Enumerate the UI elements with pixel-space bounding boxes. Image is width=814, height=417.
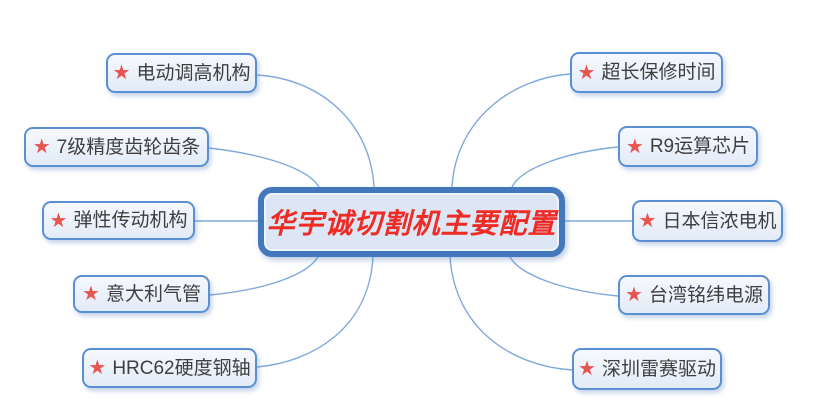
feature-node-leisai-drive[interactable]: ★ 深圳雷赛驱动 <box>572 348 722 390</box>
feature-node-hrc62-steel-shaft[interactable]: ★ HRC62硬度钢轴 <box>82 348 257 388</box>
feature-label: 台湾铭纬电源 <box>648 284 763 306</box>
feature-label: 深圳雷赛驱动 <box>601 358 716 380</box>
star-icon: ★ <box>112 62 131 84</box>
central-topic-label: 华宇诚切割机主要配置 <box>266 208 557 239</box>
feature-node-precision-gear-rack[interactable]: ★ 7级精度齿轮齿条 <box>24 127 209 167</box>
connector-line <box>256 256 374 368</box>
star-icon: ★ <box>638 210 657 232</box>
feature-label: 日本信浓电机 <box>662 210 777 232</box>
connector-line <box>449 256 573 371</box>
star-icon: ★ <box>49 209 68 232</box>
star-icon: ★ <box>625 135 644 158</box>
feature-node-long-warranty[interactable]: ★ 超长保修时间 <box>570 52 723 93</box>
feature-label: 7级精度齿轮齿条 <box>56 136 201 158</box>
feature-label: HRC62硬度钢轴 <box>112 357 251 379</box>
feature-label: 弹性传动机构 <box>73 210 188 231</box>
feature-label: 电动调高机构 <box>136 62 251 84</box>
connector-line <box>209 256 319 296</box>
feature-node-r9-chip[interactable]: ★ R9运算芯片 <box>618 126 758 167</box>
star-icon: ★ <box>578 358 596 380</box>
feature-label: 超长保修时间 <box>601 62 716 83</box>
feature-label: R9运算芯片 <box>649 136 751 157</box>
connector-line <box>511 146 619 188</box>
connector-line <box>509 256 619 297</box>
feature-node-italian-air-pipe[interactable]: ★ 意大利气管 <box>73 275 210 313</box>
star-icon: ★ <box>625 284 643 306</box>
connector-line <box>208 147 320 188</box>
connector-line <box>451 73 571 188</box>
feature-node-mingwei-power[interactable]: ★ 台湾铭纬电源 <box>618 275 770 315</box>
feature-node-electric-height-adjust[interactable]: ★ 电动调高机构 <box>106 53 257 93</box>
feature-node-elastic-transmission[interactable]: ★ 弹性传动机构 <box>42 201 195 240</box>
feature-label: 意大利气管 <box>105 283 201 305</box>
star-icon: ★ <box>82 283 100 305</box>
central-topic-node[interactable]: 华宇诚切割机主要配置 <box>258 187 565 257</box>
connector-line <box>256 74 375 188</box>
star-icon: ★ <box>577 61 596 84</box>
feature-node-shinano-motor[interactable]: ★ 日本信浓电机 <box>632 200 783 242</box>
star-icon: ★ <box>88 357 107 379</box>
star-icon: ★ <box>32 136 51 158</box>
